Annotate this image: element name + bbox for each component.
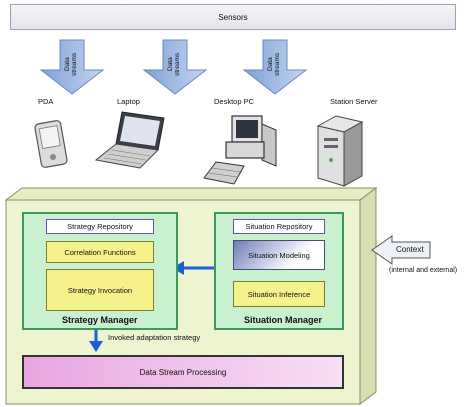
situation-modeling: Situation Modeling bbox=[233, 240, 325, 270]
strategy-repository: Strategy Repository bbox=[46, 219, 154, 234]
desktop-pc-icon bbox=[203, 115, 277, 185]
laptop-icon bbox=[94, 111, 165, 169]
situation-inference: Situation Inference bbox=[233, 281, 325, 307]
device-label-laptop: Laptop bbox=[117, 97, 140, 106]
situation-manager-title: Situation Manager bbox=[244, 315, 323, 325]
device-label-pda: PDA bbox=[38, 97, 54, 106]
data-stream-processing: Data Stream Processing bbox=[22, 355, 344, 389]
context-arrow bbox=[371, 235, 431, 265]
context-sublabel: (internal and external) bbox=[389, 267, 458, 274]
context-label: Context bbox=[396, 245, 424, 254]
strategy-manager-title: Strategy Manager bbox=[62, 315, 138, 325]
stream-arrow-1 bbox=[39, 39, 105, 95]
stream-arrow-3 bbox=[242, 39, 308, 95]
update-arrow bbox=[172, 261, 214, 275]
station-server-icon bbox=[316, 115, 364, 187]
pda-icon bbox=[34, 120, 68, 168]
situation-repository: Situation Repository bbox=[233, 219, 325, 234]
invoked-strategy-label: Invoked adaptation strategy bbox=[108, 333, 201, 342]
invoke-arrow bbox=[89, 330, 103, 352]
device-label-station-server: Station Server bbox=[330, 97, 378, 106]
correlation-functions: Correlation Functions bbox=[46, 241, 154, 263]
sensors-label: Sensors bbox=[218, 12, 248, 22]
stream-arrow-2 bbox=[142, 39, 208, 95]
device-label-desktop-pc: Desktop PC bbox=[214, 97, 255, 106]
sensors-bar: Sensors bbox=[10, 4, 456, 30]
strategy-invocation: Strategy Invocation bbox=[46, 269, 154, 311]
